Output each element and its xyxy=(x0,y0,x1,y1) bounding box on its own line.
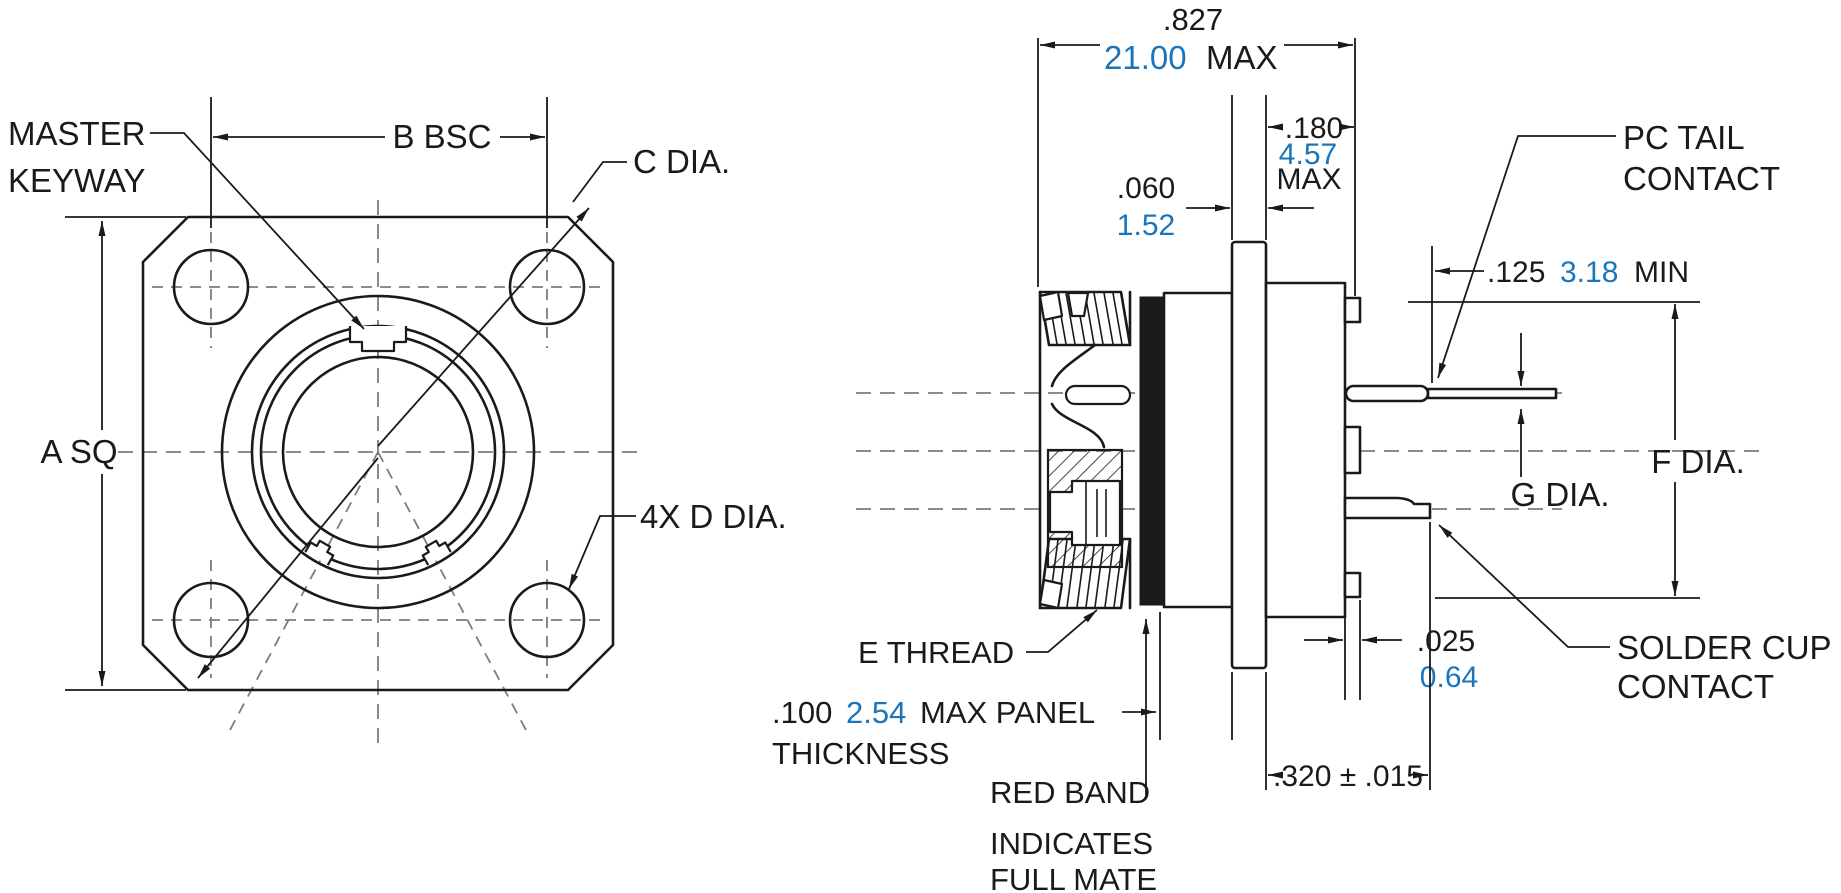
c-dia-leader xyxy=(572,161,627,203)
f-dia-label: F DIA. xyxy=(1651,443,1745,480)
mounting-flange xyxy=(1230,240,1268,670)
retention-screw-section xyxy=(1048,479,1122,547)
dim-length-mm: 21.00 xyxy=(1104,39,1187,76)
nut-tooth xyxy=(1038,290,1064,322)
dim-b-bsc-label: B BSC xyxy=(392,118,491,155)
dim-b-bsc: B BSC xyxy=(210,97,548,228)
flange-outline xyxy=(141,215,615,692)
dim-f-dia: F DIA. xyxy=(1408,301,1745,599)
alt-key-position-line xyxy=(229,451,379,731)
solder-cup-leader xyxy=(1438,524,1610,648)
dim-length-suffix: MAX xyxy=(1206,39,1278,76)
red-band-line3: FULL MATE xyxy=(990,862,1157,893)
label-d-dia: 4X D DIA. xyxy=(568,498,787,590)
coupling-nut xyxy=(1038,290,1132,610)
dim-tail-mm: 3.18 xyxy=(1560,256,1618,289)
dim-panel-suffix: MAX PANEL xyxy=(920,695,1095,730)
e-thread-leader xyxy=(1026,609,1098,653)
pc-tail-line2: CONTACT xyxy=(1623,160,1780,197)
note-red-band: RED BAND INDICATES FULL MATE xyxy=(990,619,1157,893)
rear-insulator xyxy=(1264,281,1347,619)
c-dia-text: C DIA. xyxy=(633,143,730,180)
dim-panel-inch: .100 xyxy=(772,695,832,730)
pc-tail-leader xyxy=(1437,135,1616,379)
shell-body xyxy=(1162,291,1234,609)
dim-offset: .320 ± .015 xyxy=(1265,522,1431,793)
master-keyway-leader xyxy=(150,132,365,330)
e-thread-text: E THREAD xyxy=(858,635,1014,670)
solder-cup-line2: CONTACT xyxy=(1617,668,1774,705)
dim-rear-suffix: MAX xyxy=(1276,163,1341,196)
d-dia-text: 4X D DIA. xyxy=(640,498,787,535)
nut-tooth xyxy=(1038,578,1064,610)
front-view: B BSC A SQ MASTER KEYWAY C DIA. 4X D DIA… xyxy=(8,97,787,748)
dim-rear-mm: 4.57 xyxy=(1279,138,1337,171)
nut-tooth xyxy=(1066,291,1090,318)
mounting-holes xyxy=(172,248,586,659)
pc-tail-line1: PC TAIL xyxy=(1623,119,1745,156)
minor-keyway-notch xyxy=(421,539,452,566)
dim-a-sq-label: A SQ xyxy=(40,433,117,470)
solder-cup-line1: SOLDER CUP xyxy=(1617,629,1832,666)
dim-flange-mm: 1.52 xyxy=(1117,209,1175,242)
pc-tail-contact-body xyxy=(1344,384,1430,403)
side-view: .827 21.00 MAX .180 4.57 MAX .060 1.52 .… xyxy=(772,2,1832,893)
dim-rear-protrusion: .180 4.57 MAX xyxy=(1265,95,1354,240)
c-diameter-line xyxy=(197,207,590,679)
master-keyway-line2: KEYWAY xyxy=(8,162,146,199)
label-e-thread: E THREAD xyxy=(858,609,1098,670)
dim-panel-line2: THICKNESS xyxy=(772,736,949,771)
front-centerlines xyxy=(118,200,642,748)
pc-tail-contact-pin xyxy=(1426,387,1558,400)
dim-length: .827 21.00 MAX xyxy=(1037,2,1356,296)
dim-rear-inch: .180 xyxy=(1285,112,1343,145)
dim-cup-inch: .025 xyxy=(1417,625,1475,658)
dim-a-sq: A SQ xyxy=(40,221,118,686)
d-dia-leader xyxy=(568,515,636,590)
rear-cavity-mid xyxy=(1343,425,1362,475)
master-keyway-notch xyxy=(348,326,408,353)
dim-g-dia: G DIA. xyxy=(1510,333,1610,513)
rear-cavity-bottom xyxy=(1343,571,1362,599)
dim-offset-label: .320 ± .015 xyxy=(1273,760,1423,793)
alt-key-position-line xyxy=(377,451,527,731)
red-band-line1: RED BAND xyxy=(990,775,1150,810)
dim-panel-mm: 2.54 xyxy=(846,695,906,730)
dim-length-inch: .827 xyxy=(1163,2,1223,37)
master-keyway-line1: MASTER xyxy=(8,115,146,152)
minor-keyway-notch xyxy=(304,539,335,566)
dim-tail-length: .125 3.18 MIN xyxy=(1431,246,1689,383)
red-band xyxy=(1139,296,1165,606)
red-band-line2: INDICATES xyxy=(990,826,1153,861)
dim-flange-thickness: .060 1.52 xyxy=(1117,95,1314,242)
bayonet-slot xyxy=(1064,384,1132,406)
dim-panel-thickness: .100 2.54 MAX PANEL THICKNESS xyxy=(772,612,1233,771)
dim-flange-inch: .060 xyxy=(1117,172,1175,205)
dim-cup-mm: 0.64 xyxy=(1420,661,1478,694)
rear-cavity-top xyxy=(1343,296,1362,324)
label-pc-tail: PC TAIL CONTACT xyxy=(1437,119,1780,379)
label-solder-cup: SOLDER CUP CONTACT xyxy=(1438,524,1832,705)
label-master-keyway: MASTER KEYWAY xyxy=(8,115,365,330)
solder-cup-contact-shape xyxy=(1343,496,1432,520)
dim-tail-suffix: MIN xyxy=(1634,256,1689,289)
g-dia-label: G DIA. xyxy=(1510,476,1609,513)
dim-tail-inch: .125 xyxy=(1487,256,1545,289)
label-c-dia: C DIA. xyxy=(572,143,730,203)
